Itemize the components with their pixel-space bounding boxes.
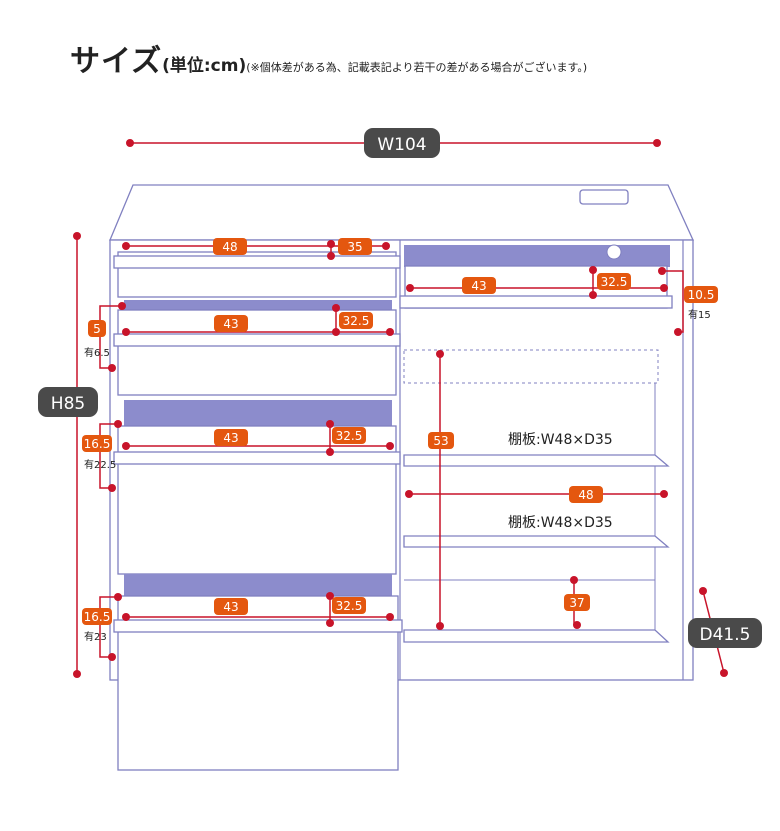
shelf-1-label: 棚板:W48×D35 (508, 432, 613, 448)
bottom-gap-label: 37 (569, 596, 584, 610)
drawer-third (117, 425, 397, 575)
width-text: W104 (377, 135, 426, 155)
right-drawer-usable: 有15 (688, 308, 711, 321)
left-drawers (113, 251, 403, 771)
right-drawer-height: 10.5 (688, 288, 715, 302)
depth-text: D41.5 (700, 625, 751, 645)
bottom-drawer-height: 16.5 (84, 610, 111, 624)
top-drawer-depth: 35 (347, 240, 362, 254)
outlet-icon (579, 189, 629, 205)
label-width: W104 (364, 128, 440, 158)
second-drawer-depth: 32.5 (343, 314, 370, 328)
inner-width-label: 48 (578, 488, 593, 502)
third-drawer-usable: 有22.5 (84, 458, 116, 471)
height-text: H85 (51, 394, 85, 414)
second-drawer-width: 43 (223, 317, 238, 331)
shelf-2 (403, 535, 670, 548)
shelf-1 (403, 454, 670, 467)
top-drawer-width: 48 (222, 240, 237, 254)
page-title: サイズ(単位:cm)(※個体差がある為、記載表記より若干の差がある場合がございま… (70, 36, 587, 80)
bottom-drawer-width: 43 (223, 600, 238, 614)
shelf-2-label: 棚板:W48×D35 (508, 515, 613, 531)
title-note: (※個体差がある為、記載表記より若干の差がある場合がございます。) (246, 61, 588, 74)
bottom-drawer-usable: 有23 (84, 630, 107, 643)
inner-height-label: 53 (433, 434, 448, 448)
second-drawer-height: 5 (93, 322, 101, 336)
third-drawer-height: 16.5 (84, 437, 111, 451)
bottom-drawer-depth: 32.5 (336, 599, 363, 613)
label-height: H85 (38, 387, 98, 417)
title-main: サイズ (70, 44, 163, 79)
title-unit: (単位:cm) (162, 56, 247, 76)
right-section (399, 244, 673, 643)
third-drawer-width: 43 (223, 431, 238, 445)
third-drawer-depth: 32.5 (336, 429, 363, 443)
second-drawer-usable: 有6.5 (84, 346, 110, 359)
right-drawer-width: 43 (471, 279, 486, 293)
right-drawer-depth: 32.5 (601, 275, 628, 289)
label-depth: D41.5 (688, 618, 762, 648)
